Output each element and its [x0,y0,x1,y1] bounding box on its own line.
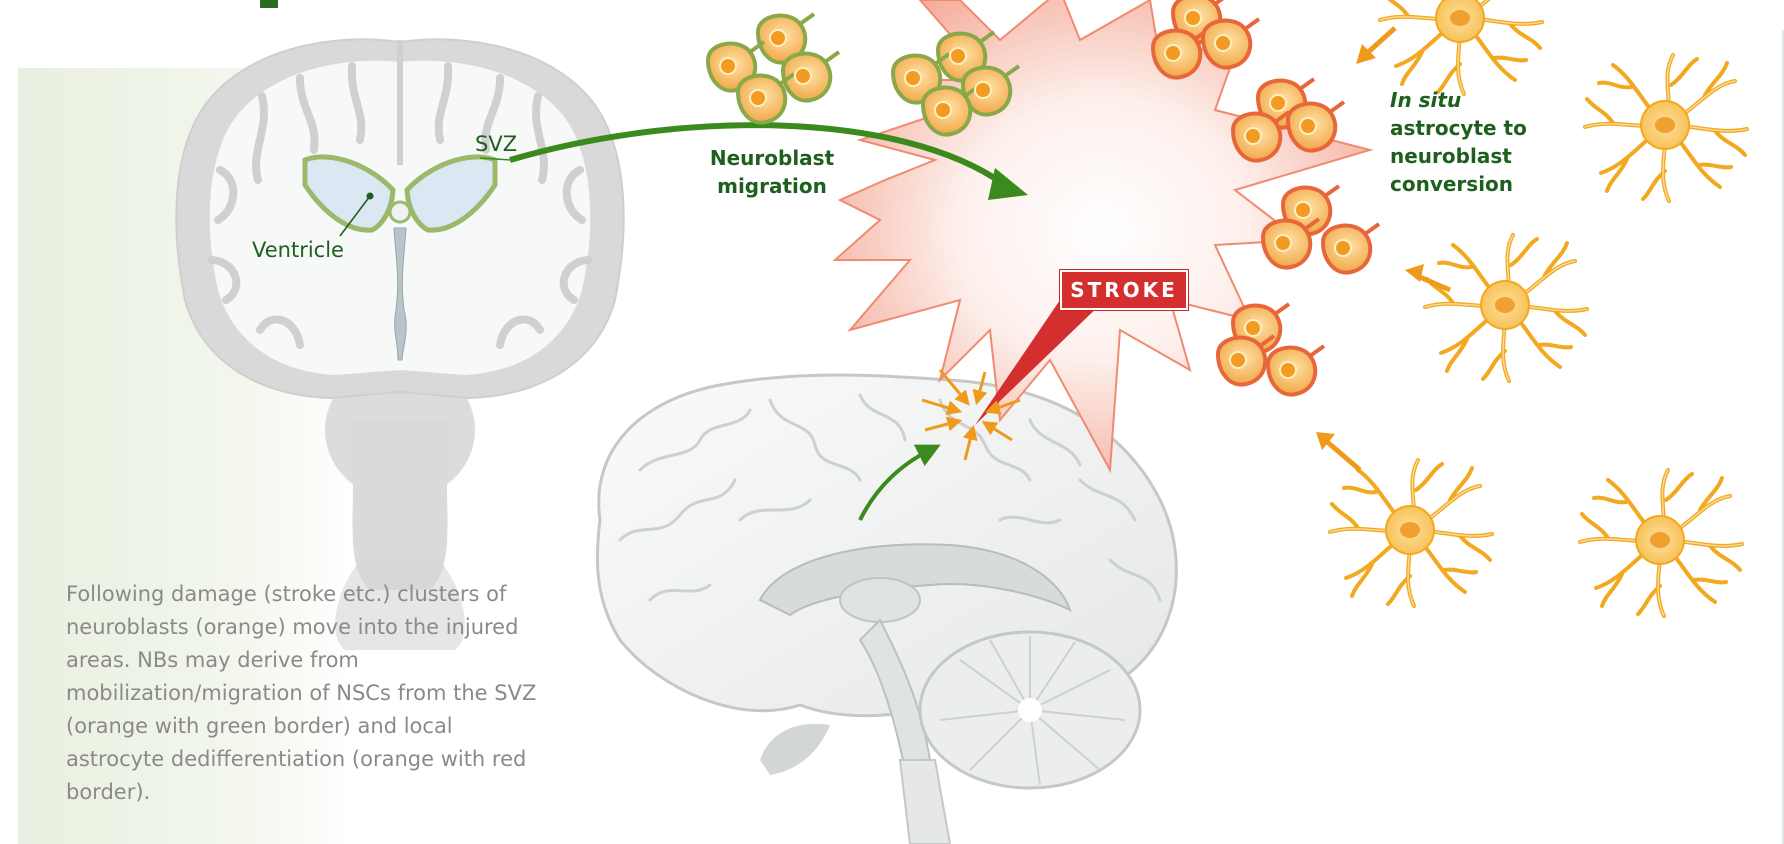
migration-label: Neuroblast migration [700,144,844,200]
astrocyte-4 [1330,460,1492,606]
migration-label-line1: Neuroblast [700,144,844,172]
astrocyte-3 [1425,235,1587,381]
astrocyte-5 [1580,470,1742,616]
conversion-label-line2: astrocyte to [1390,114,1527,142]
astrocyte-1 [1380,0,1542,94]
migration-label-line2: migration [700,172,844,200]
astrocyte-2 [1585,55,1747,201]
conversion-label-italic: In situ [1390,86,1527,114]
sagittal-brain [597,375,1176,844]
stroke-badge: STROKE [1060,270,1188,310]
svz-label: SVZ [475,130,517,158]
conversion-label: In situ astrocyte to neuroblast conversi… [1390,86,1527,198]
caption-text: Following damage (stroke etc.) clusters … [66,578,546,809]
conversion-label-line4: conversion [1390,170,1527,198]
coronal-brain-section [176,39,623,650]
ventricle-label: Ventricle [252,236,344,264]
conversion-label-line3: neuroblast [1390,142,1527,170]
